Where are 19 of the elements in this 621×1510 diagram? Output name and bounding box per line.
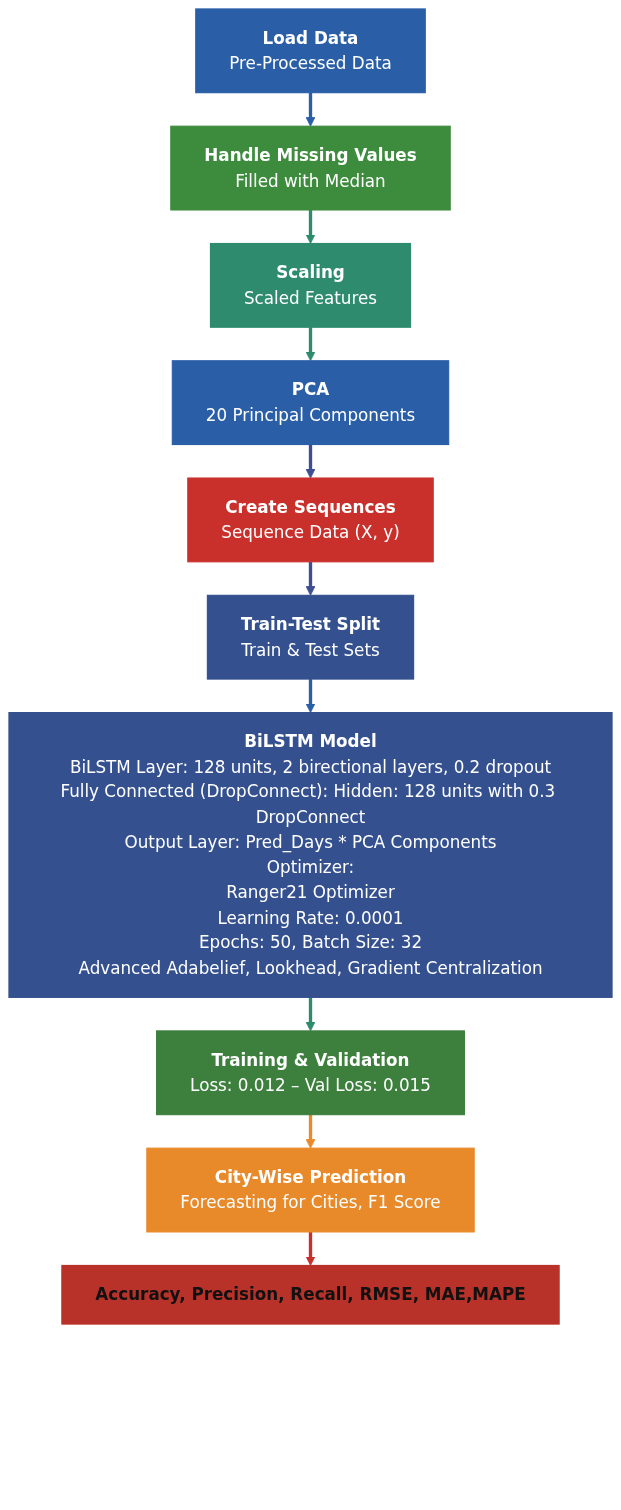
arrow (305, 1231, 316, 1266)
arrow (305, 997, 316, 1032)
arrow (305, 210, 316, 244)
arrow (305, 1114, 316, 1149)
arrow (305, 444, 316, 479)
node-box: Load Data Pre-Processed Data (195, 8, 426, 94)
node-box: PCA 20 Principal Components (171, 360, 450, 446)
arrow (305, 92, 316, 127)
node-box: Accuracy, Precision, Recall, RMSE, MAE,MAPE (61, 1264, 560, 1325)
node-box: City-Wise Prediction Forecasting for Cities, F1 Score (146, 1147, 475, 1233)
node-box: Scaling Scaled Features (209, 242, 412, 328)
node-box: Handle Missing Values Filled with Median (170, 125, 451, 211)
node-box: Train-Test Split Train & Test Sets (206, 594, 415, 680)
arrow (305, 679, 316, 714)
node-box: BiLSTM Model BiLSTM Layer: 128 units, 2 birectional layers, 0.2 dropout Fully Connected (DropConnect): Hidden: 128 units with 0.3 DropConnect Output Layer: Pred_Days * PCA Components Optimizer: Ranger21 Optimizer Learning Rate: 0.0001 Epochs: 50, Batch Size: 32 Advanced Adabelief, Lookhead, Gradient Centralization (8, 712, 613, 998)
arrow (305, 561, 316, 596)
node-box: Create Sequences Sequence Data (X, y) (187, 477, 434, 563)
arrow (305, 327, 316, 362)
node-box: Training & Validation Loss: 0.012 – Val Loss: 0.015 (156, 1030, 465, 1116)
